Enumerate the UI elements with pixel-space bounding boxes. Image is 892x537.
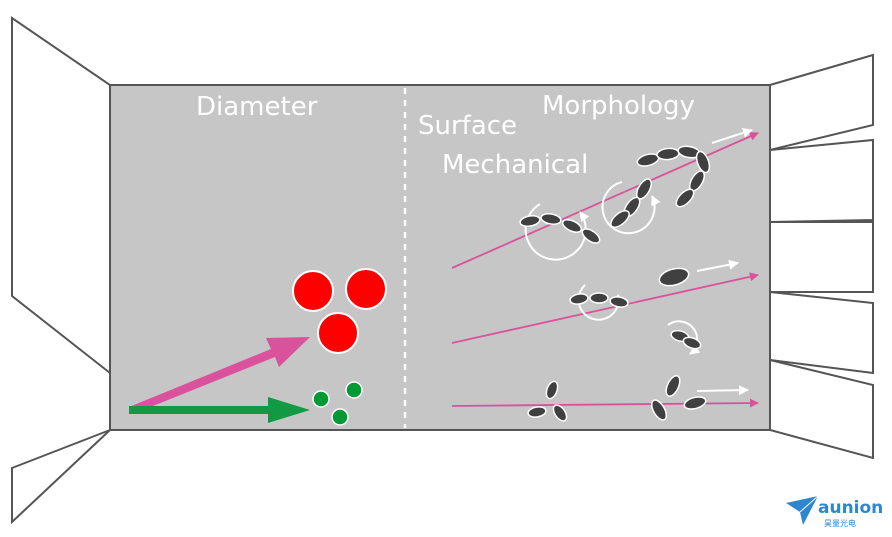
- green-arrow: [129, 397, 310, 423]
- morphology-section: [451, 128, 759, 422]
- diameter-section: [129, 268, 387, 426]
- arrow-icon: [711, 128, 753, 144]
- small-particle: [345, 381, 363, 399]
- cell: [675, 188, 695, 208]
- cell: [561, 219, 583, 233]
- cell: [695, 150, 711, 174]
- outlet-2: [769, 138, 874, 224]
- cell: [519, 215, 541, 227]
- diameter-label: Diameter: [196, 92, 318, 122]
- cell: [658, 267, 690, 287]
- large-particle: [292, 270, 334, 312]
- outlet-1: [769, 53, 874, 152]
- outlet-5: [769, 358, 874, 460]
- outlet-3: [769, 221, 874, 293]
- streamline: [451, 272, 759, 344]
- morphology-label: Morphology: [542, 91, 695, 121]
- outlet-4: [769, 290, 874, 375]
- arrow-icon: [696, 259, 739, 272]
- cell: [589, 292, 609, 304]
- cell: [527, 406, 547, 418]
- large-particle: [345, 268, 387, 310]
- mechanical-label: Mechanical: [442, 150, 588, 180]
- cell: [665, 375, 681, 397]
- logo: aunion 昊量光电: [786, 495, 883, 528]
- cell: [609, 296, 629, 308]
- logo-subtitle: 昊量光电: [824, 518, 856, 528]
- cell: [545, 380, 559, 400]
- cell: [682, 336, 702, 350]
- small-particle: [331, 408, 349, 426]
- cell: [650, 399, 668, 421]
- streamline: [451, 132, 759, 269]
- inlet-upper-wall: [11, 16, 111, 376]
- logo-name: aunion: [818, 498, 883, 518]
- cell: [581, 228, 601, 244]
- cell: [569, 293, 589, 305]
- arrow-icon: [696, 385, 749, 396]
- cell: [540, 213, 562, 225]
- cell: [552, 404, 568, 422]
- small-particle: [312, 390, 330, 408]
- streamline: [451, 398, 759, 408]
- surface-label: Surface: [418, 111, 517, 141]
- inlet-lower-wall: [11, 429, 111, 525]
- large-particle: [317, 312, 359, 354]
- circular-arrow-icon: [601, 181, 661, 235]
- cell: [610, 210, 630, 228]
- magenta-arrow: [129, 337, 310, 414]
- cell: [683, 396, 707, 410]
